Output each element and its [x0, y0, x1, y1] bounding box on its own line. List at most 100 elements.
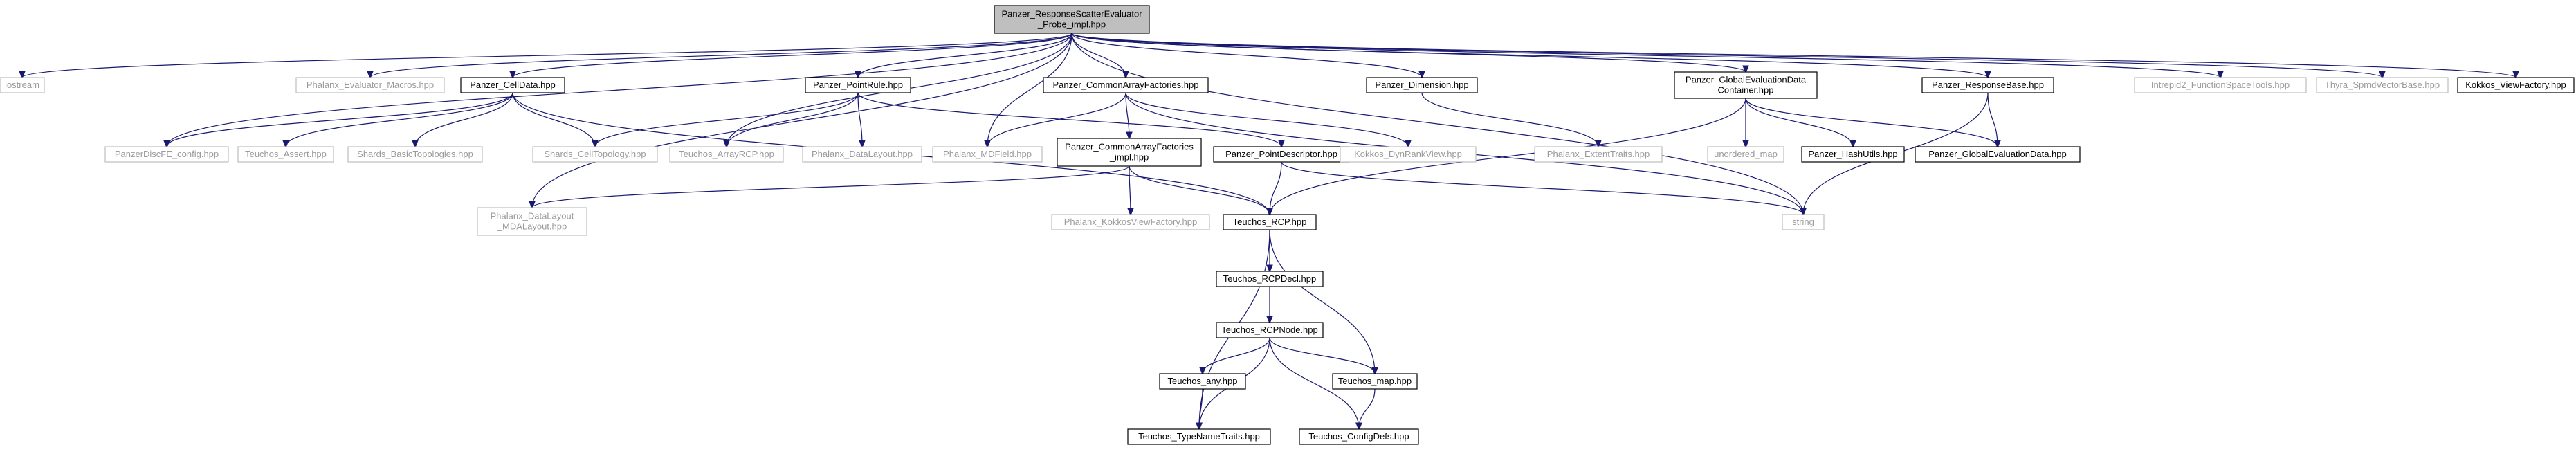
edge-root-to-dimension	[1071, 33, 1422, 78]
node-teuchos-configdefs[interactable]: Teuchos_ConfigDefs.hpp	[1299, 428, 1419, 445]
node-label: Panzer_PointRule.hpp	[813, 80, 903, 90]
node-intrepid: Intrepid2_FunctionSpaceTools.hpp	[2134, 77, 2307, 93]
node-label: Panzer_PointDescriptor.hpp	[1225, 149, 1337, 159]
node-label: Panzer_GlobalEvaluationData.hpp	[1928, 149, 2066, 159]
edge-commonarray-to-commonarray_impl	[1125, 92, 1129, 138]
node-label: Phalanx_DataLayout.hpp	[812, 149, 913, 159]
node-box	[0, 77, 45, 93]
node-box	[1534, 146, 1663, 163]
edge-pointrule-to-phx_datalayout	[857, 92, 862, 147]
node-box	[669, 146, 784, 163]
node-label: Phalanx_Evaluator_Macros.hpp	[307, 80, 434, 90]
node-shards-basic: Shards_BasicTopologies.hpp	[347, 146, 483, 163]
node-label: Teuchos_RCPNode.hpp	[1221, 325, 1317, 335]
node-label: Kokkos_DynRankView.hpp	[1354, 149, 1462, 159]
edge-teuchos_rcp-to-teuchos_map	[1269, 229, 1375, 374]
edge-commonarray-to-phx_mdfield	[987, 92, 1126, 147]
node-label: Teuchos_ArrayRCP.hpp	[679, 149, 774, 159]
node-teuchos-arrayrcp: Teuchos_ArrayRCP.hpp	[669, 146, 784, 163]
node-label: Container.hpp	[1718, 85, 1774, 96]
node-box	[1332, 373, 1418, 390]
edge-globalevalcontainer-to-globalevaldata	[1745, 98, 1998, 147]
node-label: Panzer_CommonArrayFactories	[1065, 142, 1194, 152]
node-box	[104, 146, 229, 163]
node-shards-cell: Shards_CellTopology.hpp	[532, 146, 658, 163]
node-teuchos-typename[interactable]: Teuchos_TypeNameTraits.hpp	[1127, 428, 1271, 445]
node-box	[1159, 373, 1246, 390]
node-box	[805, 77, 911, 93]
node-celldata[interactable]: Panzer_CellData.hpp	[460, 77, 565, 93]
edge-root-to-phx_mdfield	[987, 33, 1072, 147]
node-globalevaldata[interactable]: Panzer_GlobalEvaluationData.hpp	[1915, 146, 2081, 163]
node-root[interactable]: Panzer_ResponseScatterEvaluator_Probe_im…	[994, 5, 1150, 34]
node-label: Phalanx_DataLayout	[491, 211, 574, 221]
edge-teuchos_any-to-teuchos_typename	[1199, 388, 1203, 429]
node-label: Panzer_ResponseScatterEvaluator	[1001, 9, 1142, 19]
node-box	[1216, 322, 1324, 338]
node-label: unordered_map	[1714, 149, 1778, 159]
node-box	[1801, 146, 1905, 163]
node-box	[1043, 77, 1209, 93]
node-box	[1674, 71, 1818, 99]
node-pointdescriptor[interactable]: Panzer_PointDescriptor.hpp	[1213, 146, 1350, 163]
node-kokkosviewfactory[interactable]: Kokkos_ViewFactory.hpp	[2457, 77, 2575, 93]
node-label: Panzer_ResponseBase.hpp	[1932, 80, 2044, 90]
node-box	[1915, 146, 2081, 163]
node-label: Phalanx_ExtentTraits.hpp	[1547, 149, 1650, 159]
edge-root-to-kokkosviewfactory	[1071, 33, 2516, 78]
node-box	[1216, 271, 1324, 287]
edge-root-to-iostream	[22, 33, 1072, 78]
node-teuchos-rcp[interactable]: Teuchos_RCP.hpp	[1223, 214, 1317, 230]
node-box	[932, 146, 1043, 163]
node-teuchos-map[interactable]: Teuchos_map.hpp	[1332, 373, 1418, 390]
edge-commonarray-to-kokkos_dynrank	[1125, 92, 1408, 147]
node-label: Teuchos_TypeNameTraits.hpp	[1138, 431, 1260, 442]
node-label: Panzer_CellData.hpp	[470, 80, 556, 90]
edge-teuchos_rcpnode-to-teuchos_any	[1203, 337, 1270, 374]
node-label: Panzer_CommonArrayFactories.hpp	[1053, 80, 1199, 90]
node-box	[1127, 428, 1271, 445]
node-label: Kokkos_ViewFactory.hpp	[2465, 80, 2566, 90]
node-label: Thyra_SpmdVectorBase.hpp	[2325, 80, 2440, 90]
node-phx-kokkosviewfactory: Phalanx_KokkosViewFactory.hpp	[1051, 214, 1210, 230]
node-teuchos-any[interactable]: Teuchos_any.hpp	[1159, 373, 1246, 390]
node-label: Teuchos_RCPDecl.hpp	[1223, 273, 1316, 284]
node-label: _impl.hpp	[1109, 152, 1149, 163]
node-teuchos-rcpdecl[interactable]: Teuchos_RCPDecl.hpp	[1216, 271, 1324, 287]
node-label: _MDALayout.hpp	[497, 221, 567, 232]
edge-celldata-to-teuchos_asset	[286, 92, 513, 147]
node-box	[477, 207, 587, 236]
node-responsebase[interactable]: Panzer_ResponseBase.hpp	[1921, 77, 2054, 93]
node-label: Teuchos_Assert.hpp	[245, 149, 327, 159]
node-thyra: Thyra_SpmdVectorBase.hpp	[2316, 77, 2449, 93]
node-label: Panzer_GlobalEvaluationData	[1686, 75, 1807, 85]
node-teuchos-rcpnode[interactable]: Teuchos_RCPNode.hpp	[1216, 322, 1324, 338]
node-commonarray-impl[interactable]: Panzer_CommonArrayFactories_impl.hpp	[1057, 138, 1202, 167]
node-label: Teuchos_any.hpp	[1168, 376, 1238, 386]
node-box	[1340, 146, 1477, 163]
node-phx-datalayout: Phalanx_DataLayout.hpp	[802, 146, 922, 163]
nodes-layer: Panzer_ResponseScatterEvaluator_Probe_im…	[0, 5, 2575, 445]
node-box	[1782, 214, 1825, 230]
edge-teuchos_rcpnode-to-teuchos_configdefs	[1269, 337, 1359, 429]
edge-celldata-to-panzerdiscfe	[167, 92, 513, 147]
node-string: string	[1782, 214, 1825, 230]
node-kokkos-dynrank: Kokkos_DynRankView.hpp	[1340, 146, 1477, 163]
edge-root-to-phx_mdalayout	[532, 33, 1072, 208]
node-label: Shards_CellTopology.hpp	[544, 149, 646, 159]
node-label: Phalanx_KokkosViewFactory.hpp	[1064, 217, 1197, 227]
node-box	[460, 77, 565, 93]
node-phx-eval-macros: Phalanx_Evaluator_Macros.hpp	[295, 77, 445, 93]
node-box	[532, 146, 658, 163]
node-dimension[interactable]: Panzer_Dimension.hpp	[1366, 77, 1478, 93]
node-box	[1366, 77, 1478, 93]
node-iostream: iostream	[0, 77, 45, 93]
edge-dimension-to-phx_extenttraits	[1421, 92, 1598, 147]
node-hashutils[interactable]: Panzer_HashUtils.hpp	[1801, 146, 1905, 163]
node-pointrule[interactable]: Panzer_PointRule.hpp	[805, 77, 911, 93]
node-label: string	[1792, 217, 1814, 227]
edge-teuchos_map-to-teuchos_configdefs	[1359, 388, 1376, 429]
node-phx-extenttraits: Phalanx_ExtentTraits.hpp	[1534, 146, 1663, 163]
node-commonarray[interactable]: Panzer_CommonArrayFactories.hpp	[1043, 77, 1209, 93]
